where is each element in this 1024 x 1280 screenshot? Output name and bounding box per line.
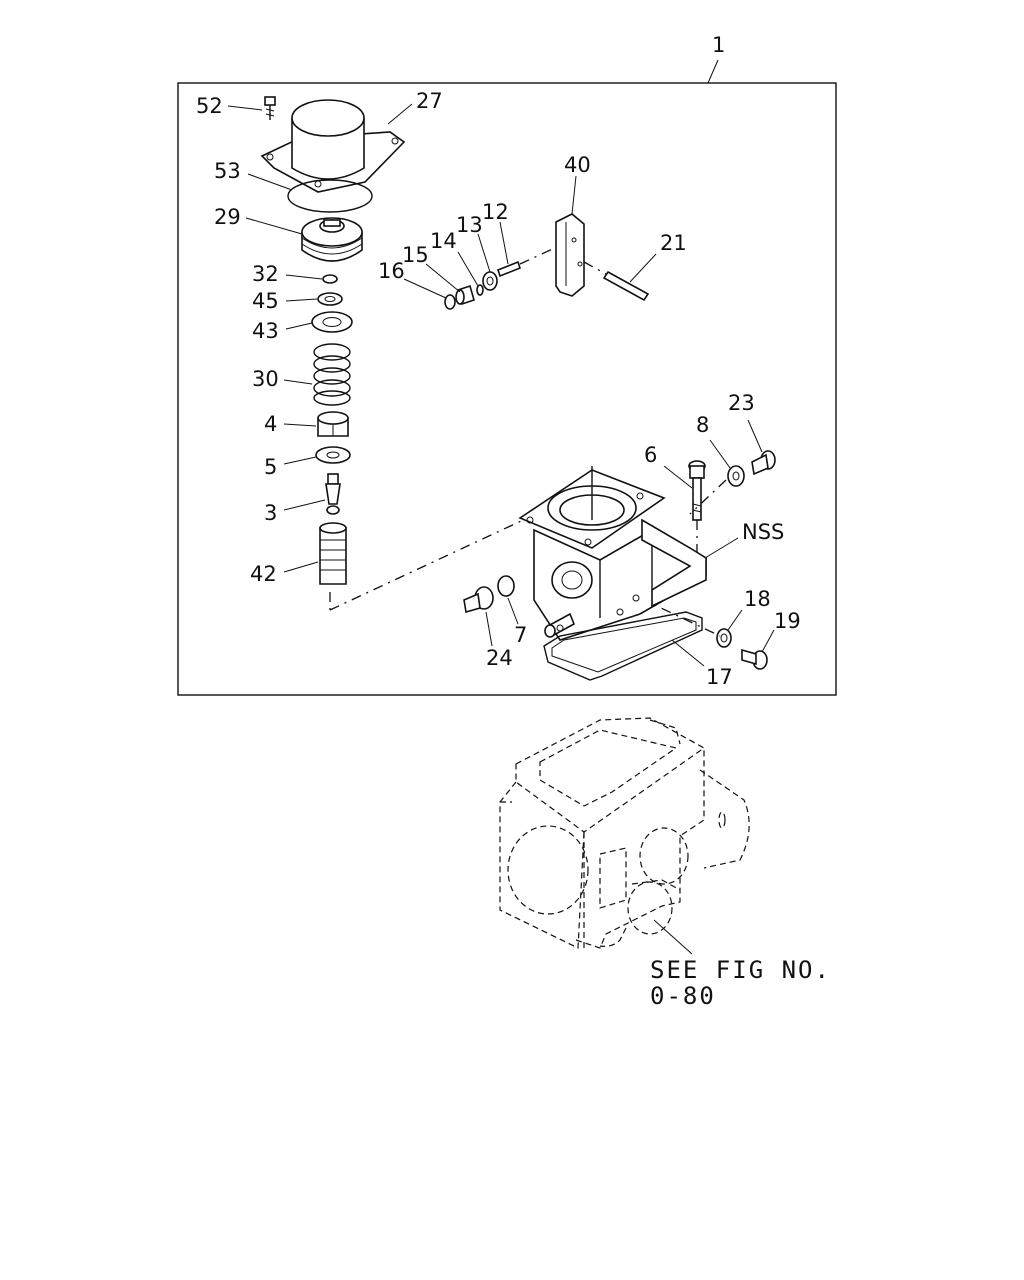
part-32-ring [322,274,338,284]
part-23-plug [751,450,776,476]
label-14: 14 [430,229,457,253]
label-15: 15 [402,243,429,267]
label-40: 40 [564,153,591,177]
part-27-cover [260,99,406,193]
label-24: 24 [486,646,513,670]
label-30: 30 [252,367,279,391]
part-7-plug [497,575,515,597]
label-17: 17 [706,665,733,689]
label-6: 6 [644,443,657,467]
label-7: 7 [514,623,527,647]
part-3-valve [325,473,341,515]
part-30-spring [313,343,351,406]
label-4: 4 [264,412,277,436]
label-23: 23 [728,391,755,415]
part-16-ring [444,294,456,310]
label-18: 18 [744,587,771,611]
part-4-nut [317,411,349,437]
label-43: 43 [252,319,279,343]
label-53: 53 [214,159,241,183]
label-45: 45 [252,289,279,313]
label-21: 21 [660,231,687,255]
label-3: 3 [264,501,277,525]
label-52: 52 [196,94,223,118]
label-29: 29 [214,205,241,229]
label-nss: NSS [742,520,784,544]
label-1: 1 [712,33,725,57]
label-8: 8 [696,413,709,437]
part-29-diaphragm [301,217,363,262]
label-5: 5 [264,455,277,479]
part-13-nut [482,271,498,291]
label-13: 13 [456,213,483,237]
part-18-washer [716,628,732,648]
part-53-oring [287,179,373,213]
assembly-frame [177,82,837,696]
part-24-fitting [463,586,494,614]
part-42-spring [319,522,347,585]
part-43-seat [311,311,353,333]
part-8-washer [727,465,745,487]
label-19: 19 [774,609,801,633]
label-32: 32 [252,262,279,286]
part-19-screw [741,648,768,670]
label-27: 27 [416,89,443,113]
part-1-valve-body [518,466,707,641]
part-52-screw [264,96,276,120]
part-17-gasket [543,611,703,681]
part-15-bushing [455,284,475,306]
part-6-bolt [688,460,706,521]
part-45-washer [317,292,343,306]
part-40-bracket [555,213,585,297]
part-12-stud [497,260,521,278]
label-12: 12 [482,200,509,224]
label-16: 16 [378,259,405,283]
label-42: 42 [250,562,277,586]
part-5-washer [315,446,351,464]
part-14-ring [476,284,484,296]
reference-note-line1: SEE FIG NO. [650,956,831,984]
callout-labels: 1 52 27 53 29 32 45 43 30 4 5 3 42 40 12… [196,33,801,689]
reference-body-drawing [499,717,750,949]
reference-note-line2: 0-80 [650,982,716,1010]
part-21-pin [602,270,650,302]
